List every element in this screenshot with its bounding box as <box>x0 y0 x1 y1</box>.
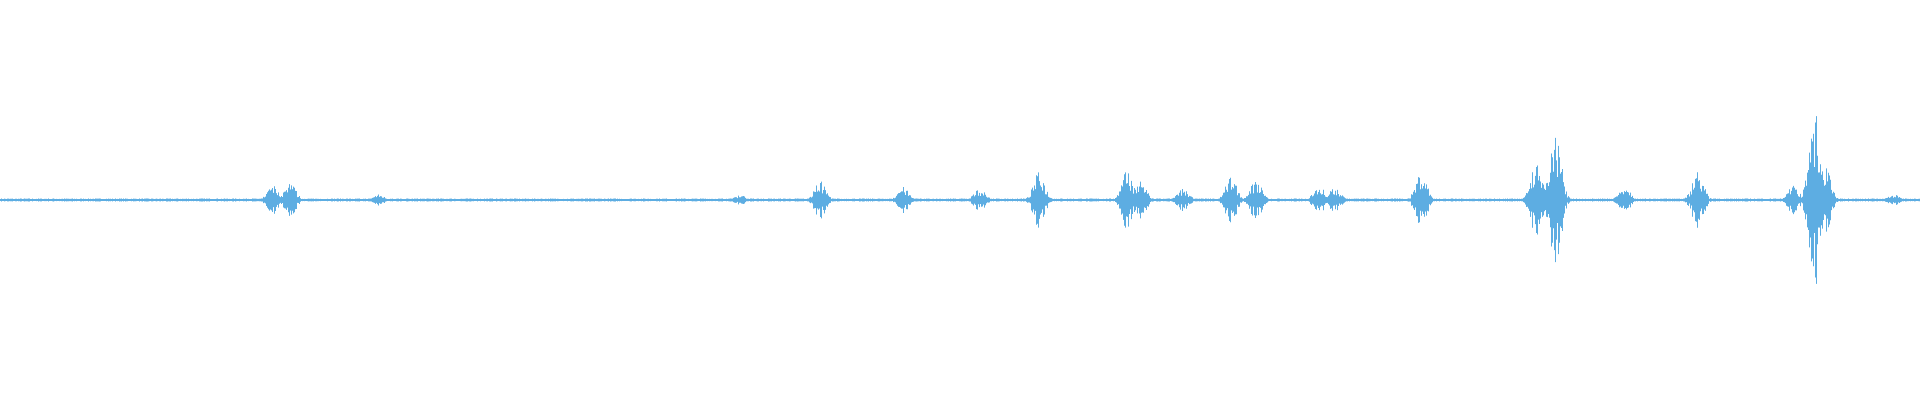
waveform-samples <box>0 116 1920 284</box>
